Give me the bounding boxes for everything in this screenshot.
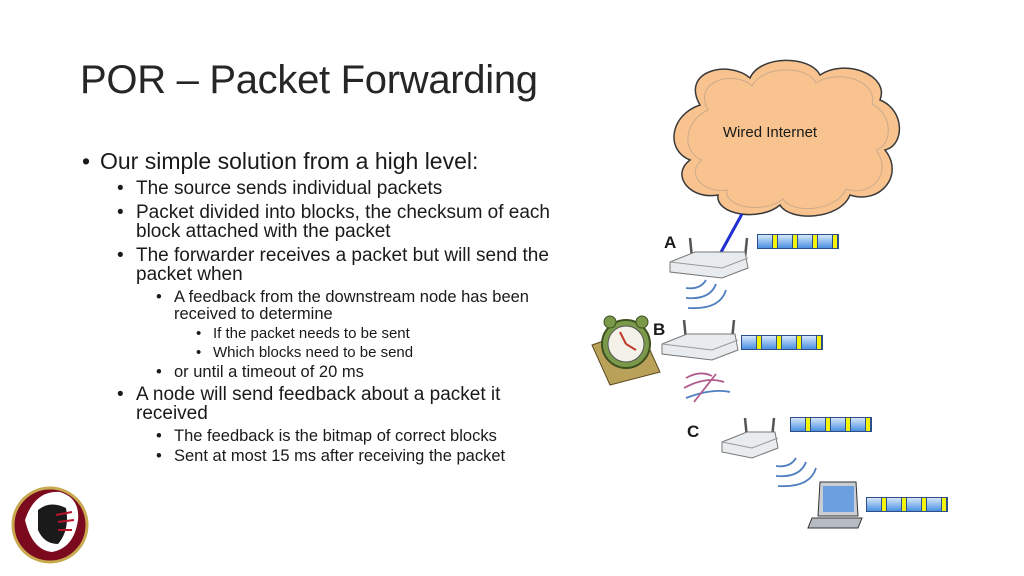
- bullet-item: •The feedback is the bitmap of correct b…: [156, 426, 497, 445]
- router-icon: [721, 417, 779, 459]
- bullet-text: Sent at most 15 ms after receiving the p…: [174, 447, 506, 465]
- alarm-clock-icon: [591, 315, 661, 386]
- bullet-text: The feedback is the bitmap of correct bl…: [174, 426, 497, 445]
- bullet-text: The forwarder receives a packet but will…: [136, 245, 549, 285]
- bullet-text: Our simple solution from a high level:: [100, 148, 479, 174]
- router-icon: [661, 319, 739, 361]
- bullet-text: Packet divided into blocks, the checksum…: [136, 202, 551, 242]
- packet-bar: [790, 417, 872, 432]
- wireless-waves: [775, 457, 817, 488]
- bullet-text: or until a timeout of 20 ms: [174, 363, 364, 381]
- bullet-item: •A feedback from the downstream node has…: [156, 288, 529, 323]
- wired-link: [718, 213, 744, 255]
- bullet-text: A feedback from the downstream node has …: [174, 288, 529, 323]
- cloud-icon: [673, 59, 901, 217]
- bullet-text: If the packet needs to be sent: [213, 325, 410, 342]
- packet-bar: [757, 234, 839, 249]
- laptop-icon: [807, 481, 863, 529]
- node-label-a: A: [664, 233, 677, 252]
- bullet-item: •If the packet needs to be sent: [196, 325, 410, 342]
- bullet-text: The source sends individual packets: [136, 178, 443, 199]
- packet-bar: [866, 497, 948, 512]
- node-label-c: C: [687, 422, 700, 441]
- packet-bar: [741, 335, 823, 350]
- broken-wireless-waves: [683, 372, 731, 403]
- bullet-list: •Our simple solution from a high level: …: [80, 150, 570, 469]
- bullet-item: •Sent at most 15 ms after receiving the …: [156, 447, 506, 465]
- cloud-label: Wired Internet: [722, 124, 818, 141]
- bullet-item: •A node will send feedback about a packe…: [117, 383, 501, 424]
- logo-icon: [11, 486, 89, 564]
- bullet-text: A node will send feedback about a packet…: [136, 383, 501, 424]
- bullet-item: •Packet divided into blocks, the checksu…: [117, 202, 551, 242]
- bullet-item: •or until a timeout of 20 ms: [156, 363, 364, 381]
- bullet-item: •The source sends individual packets: [117, 178, 443, 199]
- wireless-waves: [685, 279, 727, 310]
- bullet-item: •The forwarder receives a packet but wil…: [117, 245, 549, 285]
- router-icon: [669, 237, 749, 279]
- bullet-item: •Which blocks need to be send: [196, 344, 414, 361]
- bullet-item: •Our simple solution from a high level:: [82, 148, 479, 174]
- bullet-text: Which blocks need to be send: [213, 344, 414, 361]
- slide-title: POR – Packet Forwarding: [80, 58, 538, 102]
- node-label-b: B: [653, 320, 666, 339]
